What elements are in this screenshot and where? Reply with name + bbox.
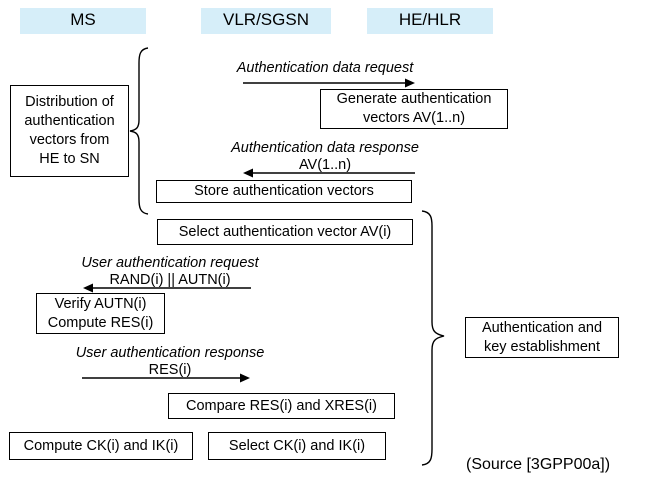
action-box-select-av: Select authentication vector AV(i) — [157, 219, 413, 245]
action-select-av-line-1: Select authentication vector AV(i) — [178, 223, 392, 240]
source-note: (Source [3GPP00a]) — [466, 455, 610, 475]
message-label-user-auth-response: User authentication response — [20, 345, 320, 362]
message-title-user-auth-response: User authentication response — [75, 345, 265, 361]
phase-label-distribution-line-4: HE to SN — [39, 151, 100, 167]
phase-bracket-distribution — [128, 46, 150, 216]
action-compute-keys-line-1: Compute CK(i) and IK(i) — [23, 437, 179, 454]
message-payload-user-auth-response-text: RES(i) — [148, 362, 192, 378]
phase-label-auth-key-line-2: key establishment — [483, 338, 601, 355]
action-box-store-av: Store authentication vectors — [156, 180, 412, 203]
phase-label-distribution: Distribution of authentication vectors f… — [10, 85, 129, 177]
entity-header-he-hlr-label: HE/HLR — [398, 10, 462, 29]
message-payload-user-auth-request: RAND(i) || AUTN(i) — [20, 272, 320, 289]
phase-label-auth-key-establishment: Authentication and key establishment — [465, 317, 619, 358]
message-title-auth-data-response: Authentication data response — [231, 140, 419, 156]
action-verify-autn-line-2: Compute RES(i) — [47, 314, 154, 331]
action-generate-av-line-2: vectors AV(1..n) — [362, 110, 466, 126]
action-store-av-line-1: Store authentication vectors — [194, 183, 374, 199]
message-payload-user-auth-response: RES(i) — [20, 362, 320, 379]
message-arrow-user-auth-response — [82, 373, 250, 385]
entity-header-vlr-sgsn-label: VLR/SGSN — [223, 10, 309, 29]
action-generate-av-line-1: Generate authentication — [336, 91, 492, 107]
entity-header-ms: MS — [20, 8, 146, 34]
message-title-auth-data-request: Authentication data request — [236, 60, 414, 76]
source-note-text: (Source [3GPP00a]) — [466, 456, 611, 473]
phase-bracket-auth-key-establishment — [420, 209, 446, 467]
message-label-auth-data-response: Authentication data response — [175, 140, 475, 157]
phase-label-distribution-line-2: authentication — [24, 113, 115, 129]
action-verify-autn-line-1: Verify AUTN(i) — [54, 295, 147, 312]
message-arrow-auth-data-response — [243, 168, 415, 180]
phase-label-distribution-line-3: vectors from — [29, 132, 110, 148]
action-box-compare-res: Compare RES(i) and XRES(i) — [168, 393, 395, 419]
action-box-verify-autn: Verify AUTN(i) Compute RES(i) — [36, 293, 165, 334]
action-box-select-keys: Select CK(i) and IK(i) — [208, 432, 386, 460]
message-title-user-auth-request: User authentication request — [81, 255, 259, 271]
message-arrow-user-auth-request — [83, 283, 251, 295]
action-compare-res-line-1: Compare RES(i) and XRES(i) — [186, 397, 377, 414]
action-box-generate-av: Generate authentication vectors AV(1..n) — [320, 89, 508, 129]
message-payload-auth-data-response-text: AV(1..n) — [298, 157, 352, 173]
entity-header-vlr-sgsn: VLR/SGSN — [201, 8, 331, 34]
phase-label-distribution-line-1: Distribution of — [25, 94, 114, 110]
message-payload-auth-data-response: AV(1..n) — [175, 157, 475, 174]
action-select-keys-line-1: Select CK(i) and IK(i) — [228, 437, 366, 454]
phase-label-auth-key-line-1: Authentication and — [481, 319, 603, 336]
message-label-auth-data-request: Authentication data request — [175, 60, 475, 77]
message-arrow-auth-data-request — [243, 78, 415, 90]
action-box-compute-keys: Compute CK(i) and IK(i) — [9, 432, 193, 460]
message-label-user-auth-request: User authentication request — [20, 255, 320, 272]
entity-header-he-hlr: HE/HLR — [367, 8, 493, 34]
entity-header-ms-label: MS — [70, 10, 96, 29]
message-payload-user-auth-request-text: RAND(i) || AUTN(i) — [109, 272, 231, 288]
